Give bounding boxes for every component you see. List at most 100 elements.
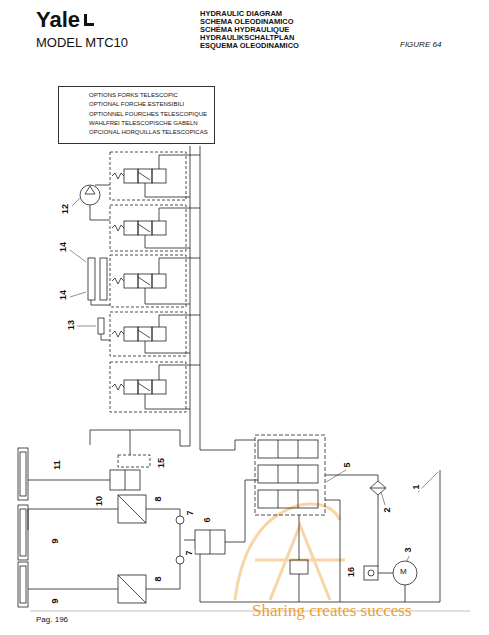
hydraulic-lines xyxy=(225,480,258,542)
hydraulic-lines xyxy=(370,481,386,495)
hydraulic-lines xyxy=(176,556,184,564)
valve-sections xyxy=(152,169,166,183)
valve-sections xyxy=(110,312,186,356)
hydraulic-lines xyxy=(258,465,318,483)
header-text: M xyxy=(400,568,407,577)
hydraulic-lines xyxy=(258,490,318,508)
leader-lines xyxy=(326,470,346,482)
hydraulic-lines xyxy=(200,470,440,602)
hydraulic-lines xyxy=(298,490,299,508)
callout-number: 2 xyxy=(383,506,393,513)
callout-number: 13 xyxy=(67,319,77,331)
callout-number: 8 xyxy=(154,495,164,502)
valve-sections xyxy=(110,205,200,251)
hydraulic-lines xyxy=(18,146,440,607)
leader-lines xyxy=(76,326,96,327)
valve-sections xyxy=(110,362,186,412)
header-text: ESQUEMA OLEODINAMICO xyxy=(200,42,299,50)
valve-sections xyxy=(152,327,166,341)
hydraulic-lines xyxy=(95,185,110,186)
hydraulic-lines xyxy=(146,509,180,516)
hydraulic-lines xyxy=(90,430,190,446)
callout-number: 5 xyxy=(343,461,353,468)
leader-lines xyxy=(70,292,86,297)
option-note: WAHLFREI TELESCOPISCHE GABELN xyxy=(89,119,208,128)
header-text: HYDRAULIKSCHALTPLAN xyxy=(200,34,294,42)
leader-lines xyxy=(407,556,409,561)
hydraulic-lines xyxy=(290,560,308,574)
hydraulic-lines xyxy=(378,495,379,566)
header-text: FIGURE 64 xyxy=(400,41,441,50)
hydraulic-lines xyxy=(370,488,386,489)
hydraulic-lines xyxy=(18,562,28,607)
valve-sections xyxy=(138,224,150,232)
header-text: SCHEMA OLEODINAMICO xyxy=(200,18,293,26)
valve-sections xyxy=(124,169,138,183)
valve-sections xyxy=(145,183,190,197)
header-text: Pag. 196 xyxy=(36,616,68,625)
header-text: MODEL MTC10 xyxy=(36,36,128,50)
valve-sections xyxy=(159,208,200,221)
valve-sections xyxy=(138,221,152,235)
valve-sections xyxy=(110,205,186,251)
valve-sections xyxy=(138,383,150,391)
hydraulic-lines xyxy=(28,589,118,590)
valve-sections xyxy=(110,362,200,412)
leader-lines xyxy=(381,492,385,505)
valve-sections xyxy=(124,221,138,235)
hydraulic-lines xyxy=(195,530,225,554)
valve-sections xyxy=(138,327,152,341)
hydraulic-lines xyxy=(28,509,118,530)
valve-sections xyxy=(110,312,200,356)
hydraulic-lines xyxy=(298,465,299,483)
hydraulic-lines xyxy=(200,440,255,450)
hydraulic-lines xyxy=(20,566,26,603)
valve-sections xyxy=(145,341,190,353)
watermark-logo xyxy=(270,525,330,600)
hydraulic-lines xyxy=(364,566,378,580)
hydraulic-lines xyxy=(80,185,100,205)
hydraulic-lines xyxy=(125,470,126,490)
option-note: OPTIONNEL FOURCHES TELESCOPIQUE xyxy=(89,110,208,119)
hydraulic-lines xyxy=(258,440,318,458)
hydraulic-lines xyxy=(278,440,279,458)
hydraulic-lines xyxy=(91,300,110,305)
valve-sections xyxy=(112,278,124,284)
callout-number: 14 xyxy=(59,241,69,253)
valve-sections xyxy=(110,255,200,307)
valve-sections xyxy=(112,331,124,337)
option-note: OPTIONAL FORCHE ESTENSIBILI xyxy=(89,100,208,109)
hydraulic-lines xyxy=(90,205,110,220)
hydraulic-lines xyxy=(98,318,104,334)
hydraulic-lines xyxy=(190,146,191,446)
hydraulic-lines xyxy=(184,540,195,541)
hydraulic-lines xyxy=(18,448,28,500)
hydraulic-lines xyxy=(298,440,299,458)
hydraulic-lines xyxy=(299,574,300,602)
callout-number: 8 xyxy=(154,575,164,582)
valve-sections xyxy=(124,380,138,394)
hydraulic-lines xyxy=(101,334,110,340)
header-text: Yale xyxy=(36,8,80,32)
callout-number: 7 xyxy=(185,549,195,556)
callout-number: 14 xyxy=(59,289,69,301)
leader-lines xyxy=(70,198,438,561)
header-text: SCHÉMA HYDRAULIQUE xyxy=(200,26,289,34)
leader-lines xyxy=(70,250,86,262)
callout-number: 7 xyxy=(186,509,196,516)
callout-number: 1 xyxy=(412,483,422,490)
hydraulic-lines xyxy=(18,505,28,560)
heading: HYDRAULIC DIAGRAM xyxy=(200,10,282,18)
valve-sections xyxy=(159,258,200,274)
hydraulic-lines xyxy=(299,515,300,560)
valve-sections xyxy=(138,172,150,180)
valve-sections xyxy=(138,277,150,285)
hydraulic-lines xyxy=(110,470,140,490)
hydraulic-lines xyxy=(146,564,180,589)
valve-sections xyxy=(112,173,124,179)
valve-sections xyxy=(110,152,200,412)
logo-mark xyxy=(84,23,94,26)
valve-sections xyxy=(124,274,138,288)
option-note: OPTIONS FORKS TELESCOPIC xyxy=(89,91,208,100)
